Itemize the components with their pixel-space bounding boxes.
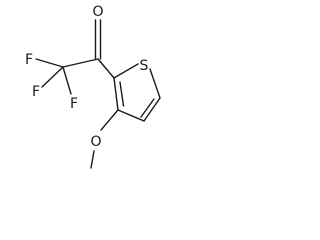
atom-label-carbonyl-oxygen: O bbox=[92, 4, 103, 20]
ring-methoxy-o-bond bbox=[100, 109, 119, 131]
atom-label-sulfur: S bbox=[140, 58, 149, 74]
cf-bond-1 bbox=[35, 58, 64, 68]
cf-bond-2 bbox=[41, 66, 64, 88]
cf-bond-3 bbox=[62, 66, 72, 95]
atom-label-fluorine-1: F bbox=[25, 52, 33, 68]
carbonyl-cf3-bond bbox=[62, 58, 99, 68]
atom-label-fluorine-3: F bbox=[70, 96, 78, 112]
chemical-structure: O S F F F O bbox=[25, 4, 161, 169]
atom-label-fluorine-2: F bbox=[32, 84, 40, 100]
methoxy-o-methyl-bond bbox=[90, 150, 95, 169]
atom-label-methoxy-oxygen: O bbox=[90, 134, 101, 150]
ring-c4-c3-bond bbox=[117, 109, 145, 122]
ring-c2-s-bond bbox=[113, 63, 139, 79]
ring-c3-c2-bond-b bbox=[119, 81, 125, 107]
ring-c5-c4-bond-b bbox=[140, 98, 155, 118]
ring-c3-c2-bond-a bbox=[113, 77, 119, 111]
carbonyl-ring-bond bbox=[97, 58, 115, 79]
ring-s-c5-bond bbox=[149, 68, 161, 99]
ring-c5-c4-bond-a bbox=[143, 97, 161, 122]
